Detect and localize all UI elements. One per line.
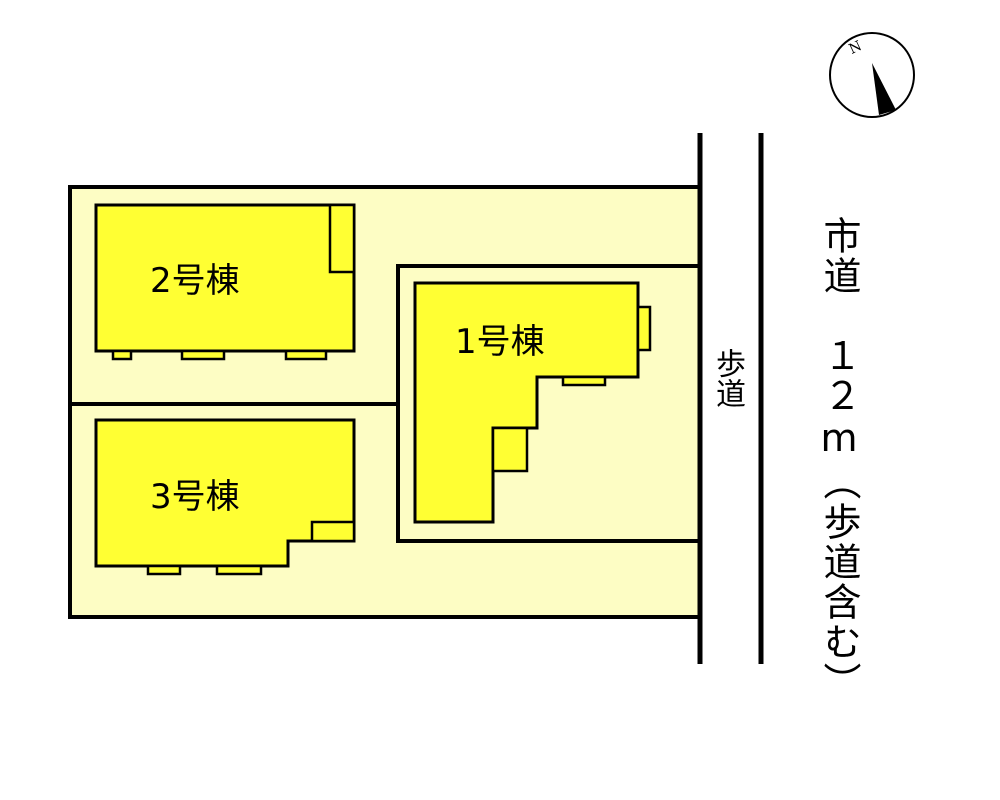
building-2: 2号棟 xyxy=(94,203,356,361)
building-3-annex xyxy=(310,520,356,543)
building-3-label: 3号棟 xyxy=(150,477,240,517)
building-3-door xyxy=(146,564,182,576)
building-1: 1号棟 xyxy=(413,281,652,524)
building-1-label: 1号棟 xyxy=(455,322,545,362)
building-1-annex xyxy=(491,426,529,473)
building-2-door xyxy=(111,349,133,361)
north-compass-icon: N xyxy=(829,32,915,118)
lot-1-boundary xyxy=(396,264,700,543)
building-3: 3号棟 xyxy=(94,418,356,576)
building-2-annex xyxy=(328,203,356,274)
building-2-label: 2号棟 xyxy=(150,261,240,301)
walkway-label: 歩道 xyxy=(710,348,745,408)
road-label: 市道 １２m（歩道含む） xyxy=(817,216,861,702)
building-1-bay xyxy=(636,305,652,352)
building-2-door xyxy=(284,349,328,361)
building-3-door xyxy=(215,564,263,576)
building-2-door xyxy=(180,349,226,361)
building-1-door xyxy=(561,375,607,387)
